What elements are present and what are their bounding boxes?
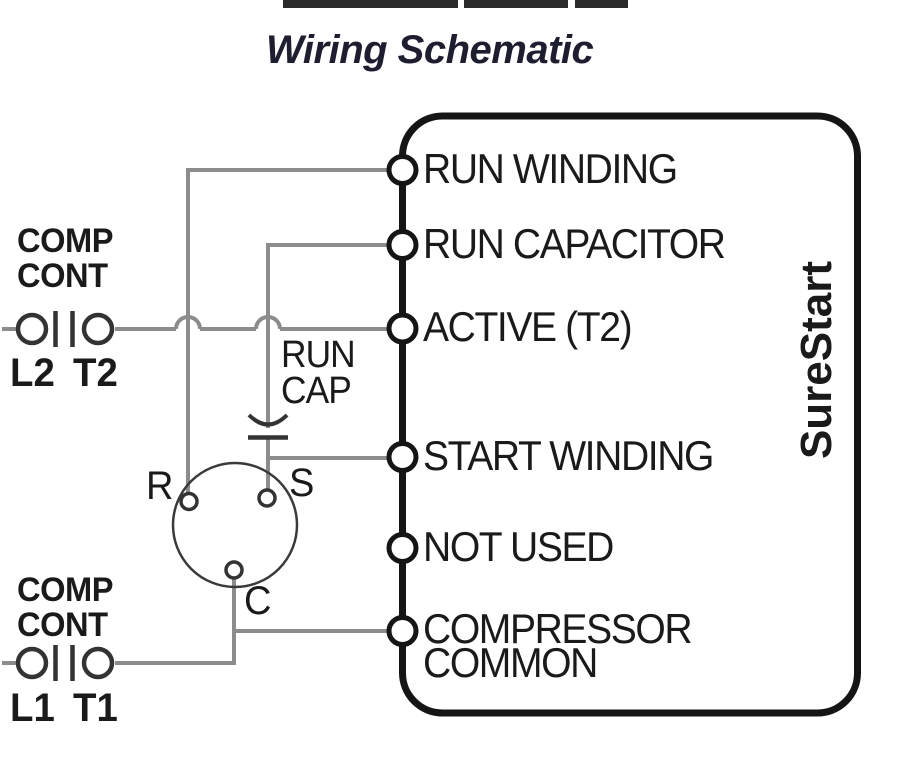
contactor-top-symbol (15, 311, 115, 347)
terminal-label-not-used: NOT USED (423, 523, 614, 571)
terminal-label-start-winding: START WINDING (423, 432, 714, 480)
contact-terminal-t1 (81, 646, 115, 680)
contact-terminal-t2 (81, 312, 115, 346)
contact-bars-top (53, 311, 75, 347)
contactor-bottom-symbol (15, 645, 115, 681)
motor-pin-label-r: R (146, 464, 173, 508)
capacitor-curved-plate (247, 413, 289, 427)
terminal-run-winding (386, 154, 419, 186)
motor-pin-label-s: S (289, 461, 314, 505)
contact-terminal-l1 (15, 646, 49, 680)
terminal-label-compressor: COMPRESSOR (423, 605, 693, 653)
surestart-device-box (399, 112, 861, 717)
run-cap-label-line2: CAP (281, 370, 352, 412)
wires (2, 168, 389, 665)
contactor-bottom-label-line1: COMP (17, 571, 113, 609)
motor-body-circle (171, 461, 299, 589)
terminal-run-capacitor (386, 229, 419, 261)
contactor-bottom-label-line2: CONT (17, 606, 108, 644)
motor-pin-r (179, 491, 199, 512)
terminal-compressor-common (386, 615, 419, 647)
terminal-label-run-winding: RUN WINDING (423, 145, 678, 193)
clipped-header-text-remnant (283, 0, 458, 8)
terminal-label-active-t2: ACTIVE (T2) (423, 303, 633, 351)
terminal-not-used (386, 532, 419, 564)
clipped-header-text-remnant (575, 0, 628, 8)
diagram-title: Wiring Schematic (266, 28, 594, 72)
terminal-label-t2: T2 (73, 351, 118, 395)
contactor-top-label-line2: CONT (17, 257, 108, 295)
compressor-motor-symbol (171, 461, 299, 589)
run-capacitor-symbol (247, 413, 289, 440)
device-name-vertical: SureStart (792, 260, 841, 460)
motor-pin-s (257, 488, 277, 508)
terminal-active-t2 (386, 312, 419, 345)
terminal-label-t1: T1 (73, 686, 118, 730)
terminal-start-winding (386, 441, 419, 473)
terminal-label-l2: L2 (10, 351, 55, 395)
wire-run-winding-to-r (186, 168, 389, 493)
run-cap-label-line1: RUN (281, 334, 356, 376)
contact-terminal-l2 (15, 312, 49, 346)
terminal-label-l1: L1 (10, 686, 55, 730)
terminal-label-common: COMMON (423, 639, 598, 687)
contactor-top-label-line1: COMP (17, 222, 113, 260)
motor-pin-c (224, 560, 244, 580)
device-terminals (386, 154, 419, 647)
wire-run-capacitor-to-cap (266, 243, 389, 428)
wire-c-to-t1 (115, 578, 236, 665)
terminal-label-run-capacitor: RUN CAPACITOR (423, 220, 726, 268)
clipped-header-text-remnant (464, 0, 568, 8)
motor-pin-label-c: C (244, 579, 271, 623)
contact-bars-bottom (53, 645, 75, 681)
